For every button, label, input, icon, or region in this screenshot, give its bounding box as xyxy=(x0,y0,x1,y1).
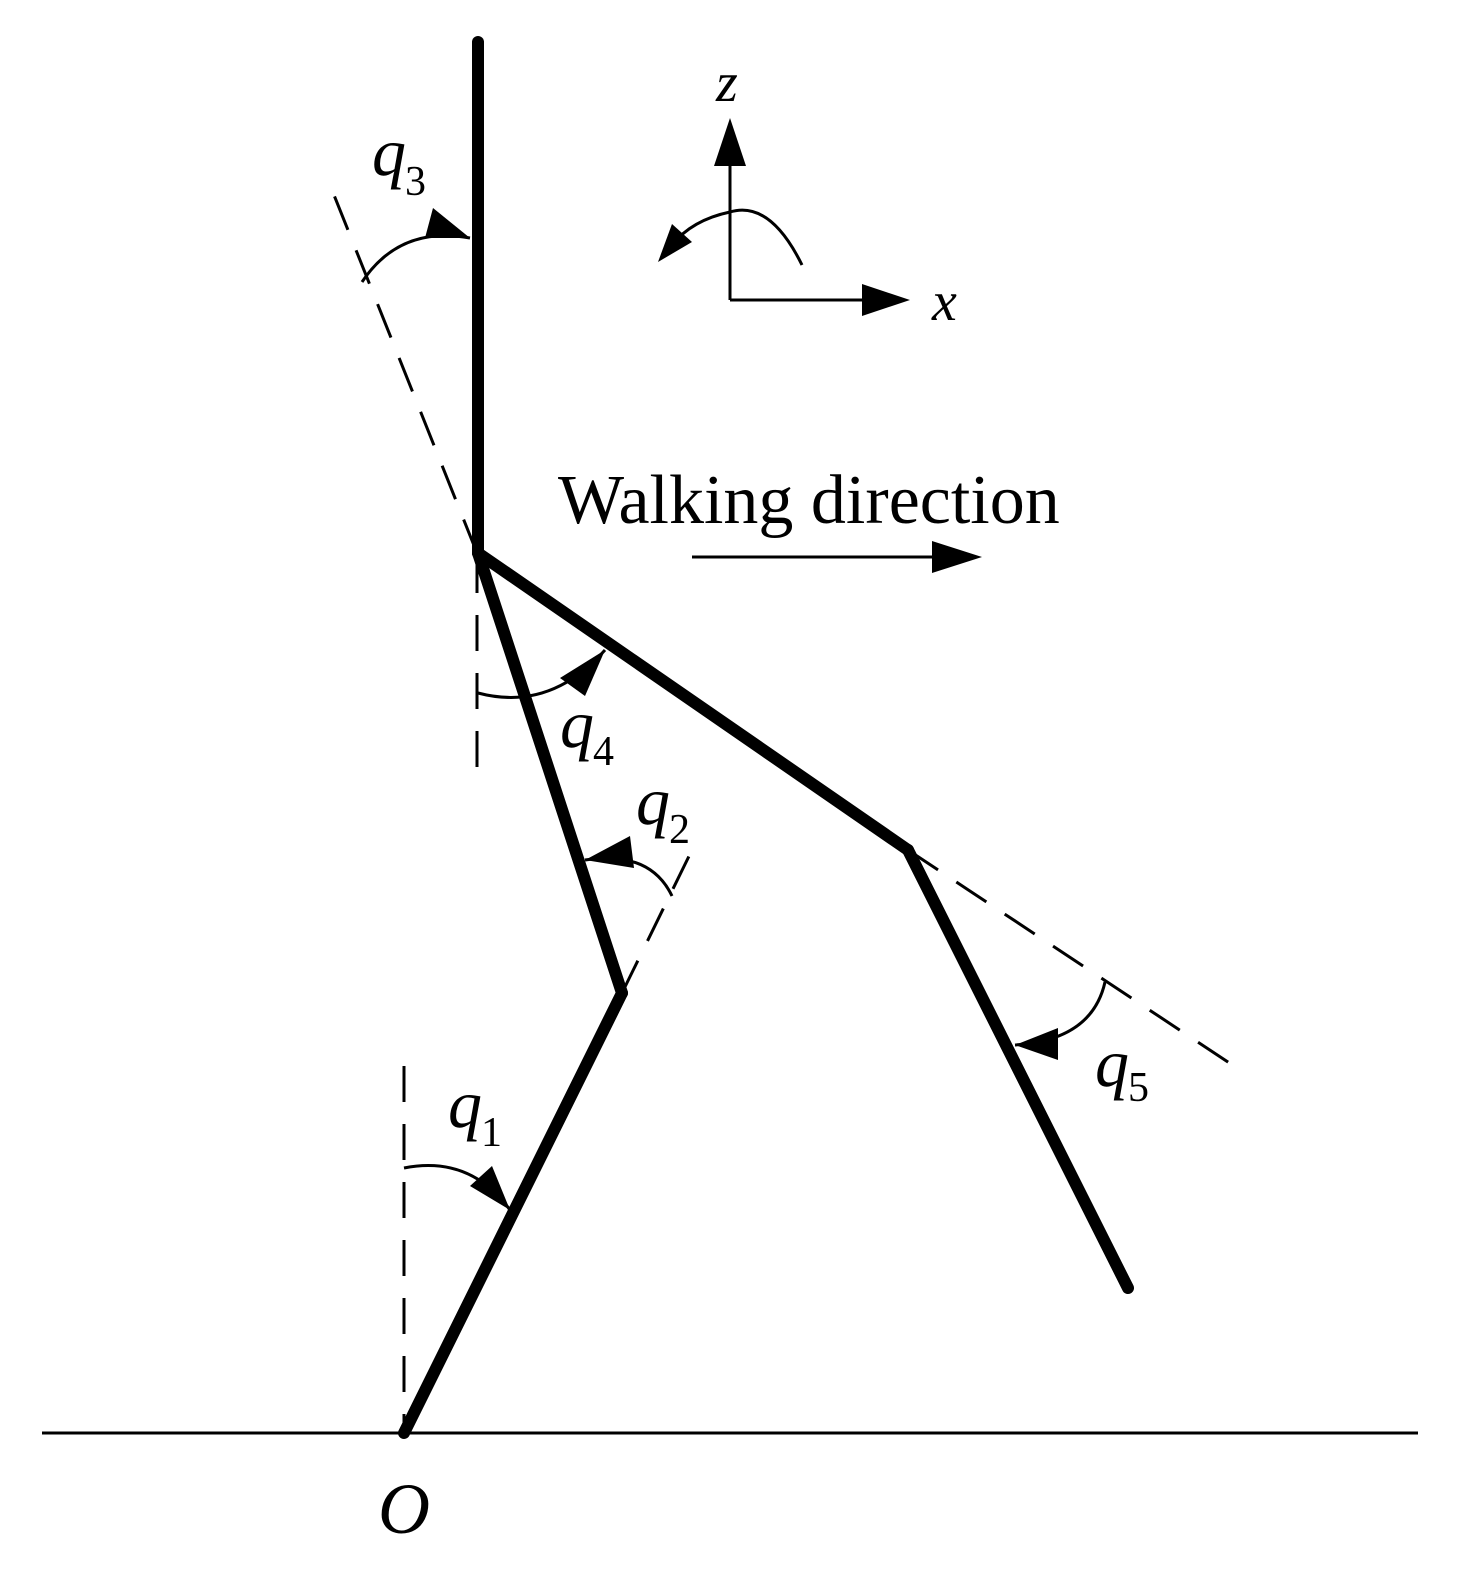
origin-label: O xyxy=(378,1469,430,1549)
walking-direction-label: Walking direction xyxy=(558,462,1060,539)
ref-dashed-torso-extension xyxy=(328,184,479,554)
q3-arrowhead xyxy=(425,208,470,238)
q1-label: q 1 xyxy=(448,1066,502,1156)
q2-label: q 2 xyxy=(636,763,690,853)
svg-text:5: 5 xyxy=(1128,1065,1149,1111)
q5-angle-arc xyxy=(1014,981,1107,1047)
q4-label: q 4 xyxy=(560,686,614,775)
q3-angle-arc xyxy=(360,234,471,283)
q3-label: q 3 xyxy=(372,114,426,205)
axis-z-label: z xyxy=(715,52,738,114)
swing-thigh-link xyxy=(472,547,914,856)
ref-dashed-knee-extension xyxy=(620,849,694,994)
svg-text:1: 1 xyxy=(481,1110,502,1156)
ref-dashed-swing-thigh-extension xyxy=(907,848,1241,1072)
axis-x-label: x xyxy=(931,271,957,333)
svg-text:q: q xyxy=(372,114,406,190)
swing-shank-link xyxy=(902,844,1134,1294)
svg-text:q: q xyxy=(448,1066,482,1142)
x-axis-arrowhead xyxy=(862,284,910,316)
q5-label: q 5 xyxy=(1095,1025,1149,1111)
angle-arrowheads xyxy=(425,208,1058,1210)
svg-text:3: 3 xyxy=(405,159,426,205)
q5-arrowhead xyxy=(1015,1028,1058,1060)
stance-thigh-link xyxy=(472,547,628,999)
rotation-arrowhead xyxy=(658,224,692,262)
svg-text:2: 2 xyxy=(669,807,690,853)
q2-arrowhead xyxy=(585,836,634,868)
z-axis-arrowhead xyxy=(714,118,746,166)
svg-text:q: q xyxy=(560,686,594,762)
stance-shank-link xyxy=(398,987,628,1439)
q4-arrowhead xyxy=(560,650,605,696)
svg-text:q: q xyxy=(636,763,670,839)
robot-links xyxy=(398,36,1134,1439)
svg-text:q: q xyxy=(1095,1025,1129,1101)
svg-text:4: 4 xyxy=(593,729,614,775)
rotation-arc xyxy=(670,208,804,266)
walking-direction-arrowhead xyxy=(932,541,982,573)
q1-arrowhead xyxy=(470,1166,510,1210)
coordinate-frame xyxy=(658,118,910,316)
